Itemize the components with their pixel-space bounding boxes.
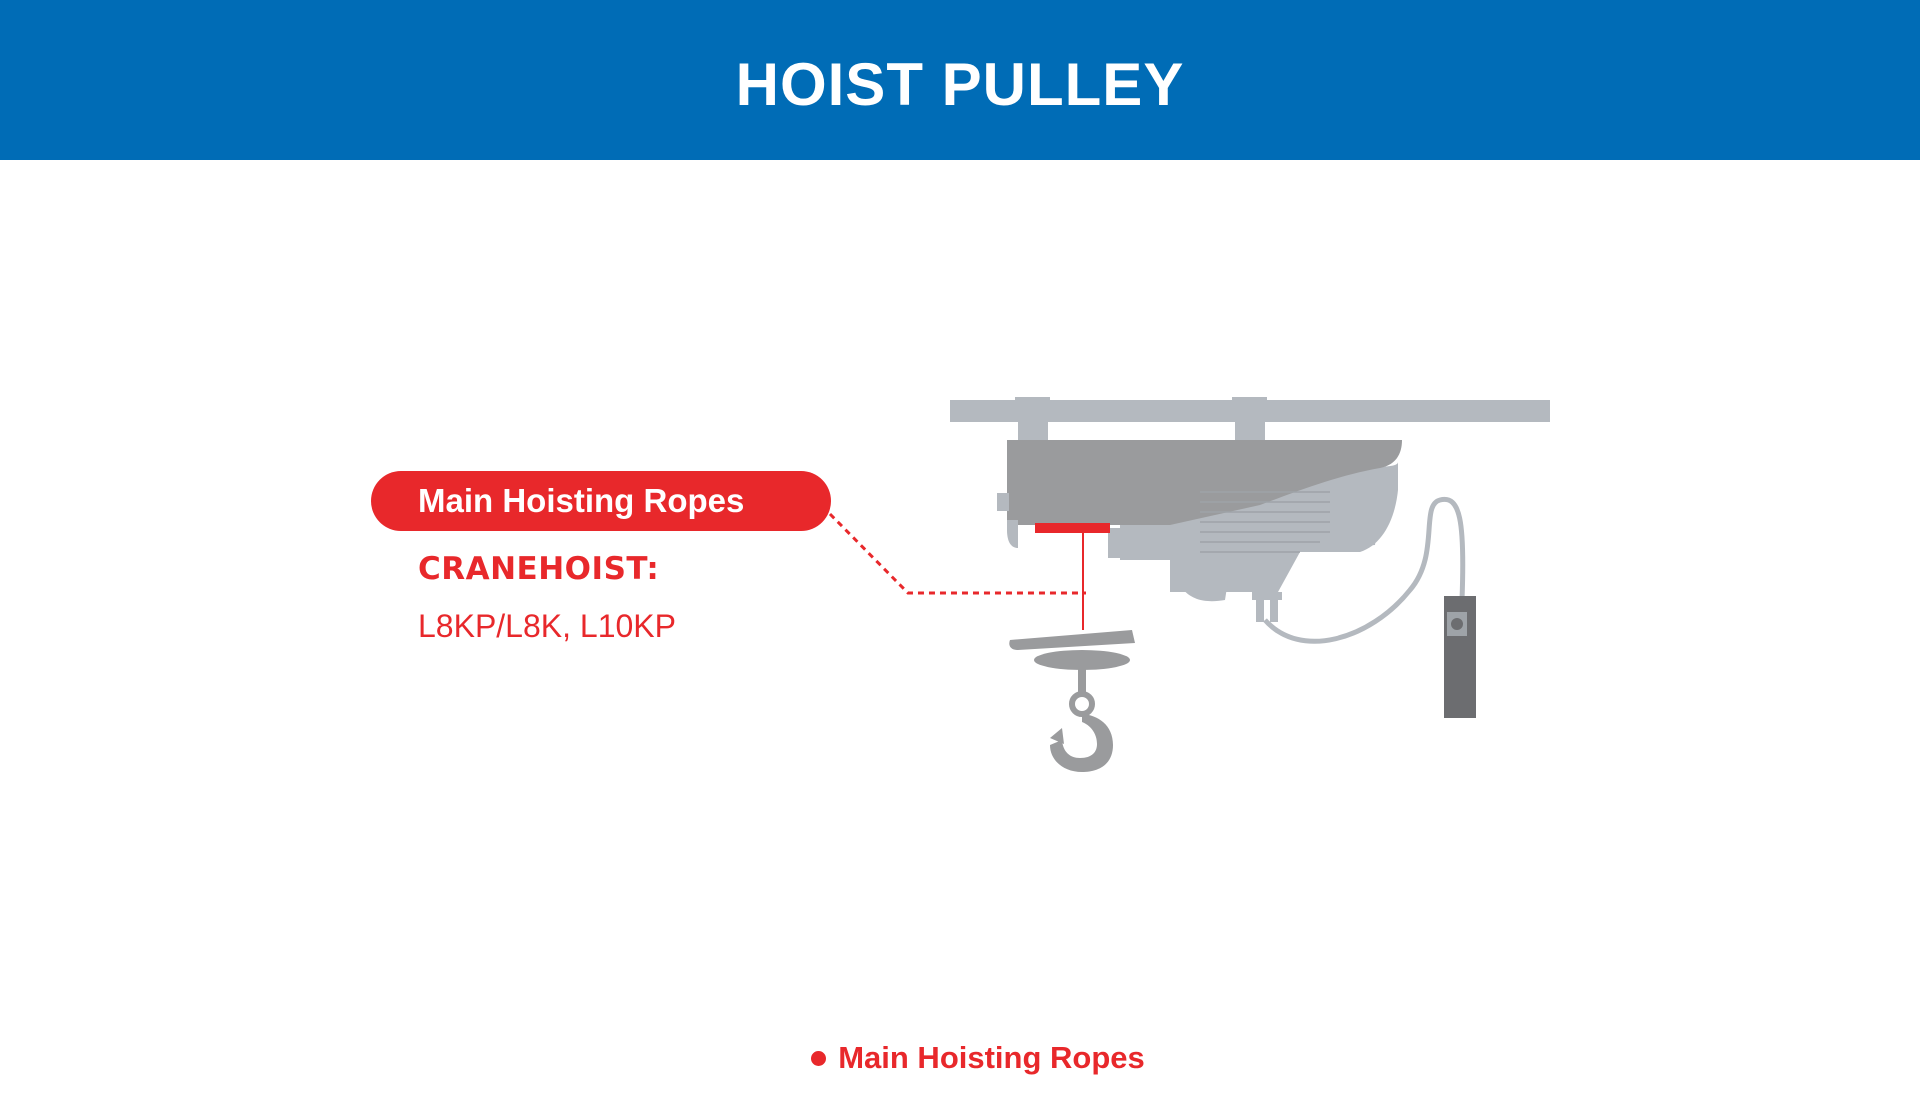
model-heading: CRANEHOIST:: [418, 551, 660, 587]
pendant-controller-icon: [1444, 596, 1476, 718]
callout-leader-line: [828, 512, 1086, 595]
legend-item: Main Hoisting Ropes: [811, 1040, 1145, 1076]
callout-label-main-hoisting-ropes: Main Hoisting Ropes: [371, 471, 831, 531]
electric-hoist-icon: [997, 440, 1402, 622]
model-list: L8KP/L8K, L10KP: [418, 608, 676, 644]
legend-dot-icon: [811, 1050, 827, 1066]
header-banner: HOIST PULLEY: [0, 0, 1920, 160]
legend: Main Hoisting Ropes: [0, 1040, 1920, 1076]
crane-hook-icon: [1009, 630, 1135, 772]
page-title: HOIST PULLEY: [735, 50, 1185, 118]
legend-label: Main Hoisting Ropes: [838, 1040, 1145, 1075]
pendant-cable: [1263, 496, 1466, 644]
